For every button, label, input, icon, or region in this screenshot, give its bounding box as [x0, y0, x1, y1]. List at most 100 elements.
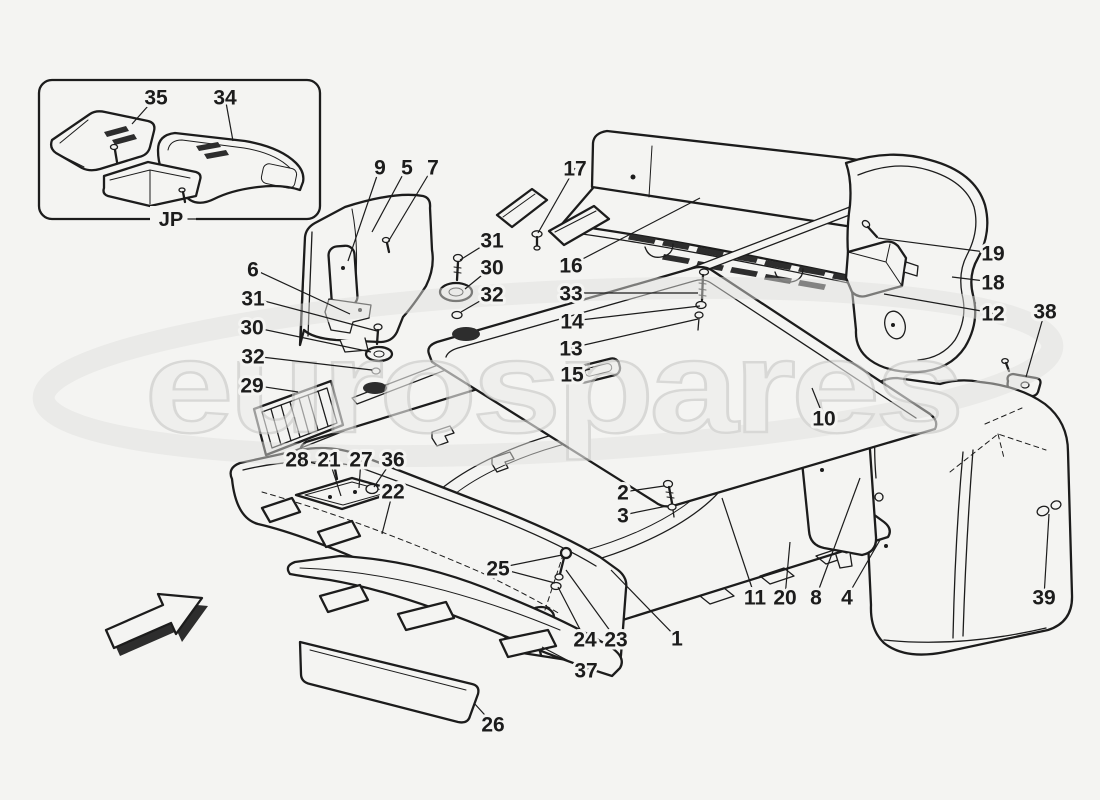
drawing-layer: JP	[37, 78, 1074, 724]
callout-leader-24	[557, 586, 586, 640]
part-number-35: 35	[144, 87, 168, 110]
bumper-trim-panel	[286, 554, 623, 724]
callout-leader-34	[224, 96, 234, 142]
callout-leader-16	[570, 197, 701, 266]
part-number-26: 26	[481, 714, 504, 737]
part-number-33: 33	[559, 283, 582, 306]
callout-leader-39	[1043, 513, 1050, 598]
clip-fastener-17	[531, 230, 543, 251]
strap-pads	[495, 187, 611, 247]
part-number-27: 27	[349, 449, 372, 472]
fastener-stack-center	[438, 253, 480, 341]
callout-leader-30	[251, 326, 372, 353]
part-number-15: 15	[560, 364, 584, 387]
callout-leader-15	[571, 368, 591, 375]
part-number-29: 29	[240, 375, 263, 398]
direction-arrow	[104, 592, 208, 656]
callout-leader-32	[460, 293, 493, 313]
inset-box: JP	[37, 78, 322, 234]
callout-leader-7	[387, 166, 434, 243]
callout-leader-11	[721, 497, 756, 598]
callout-leader-22	[381, 490, 394, 535]
clip-fastener-39	[1036, 500, 1062, 517]
callout-leader-26	[473, 702, 494, 725]
part-number-30: 30	[480, 257, 503, 280]
watermark-text: eurospares	[145, 313, 960, 460]
callout-leader-14	[571, 305, 701, 322]
callout-leader-25	[497, 567, 556, 584]
callout-leader-35	[131, 96, 157, 125]
part-number-22: 22	[381, 481, 404, 504]
part-number-16: 16	[559, 255, 582, 278]
sill-tray	[294, 462, 400, 511]
callout-leader-13	[570, 318, 699, 349]
callout-leader-25	[497, 554, 563, 569]
part-number-7: 7	[427, 157, 439, 180]
part-number-32: 32	[480, 284, 503, 307]
part-number-38: 38	[1033, 301, 1057, 324]
part-number-30: 30	[240, 317, 263, 340]
inset-bracket	[102, 160, 202, 208]
callout-leader-12	[883, 293, 994, 314]
callout-leader-36	[373, 458, 394, 488]
callout-leader-27	[358, 458, 362, 489]
carpet-handle	[575, 357, 622, 384]
pin-stack-25	[550, 546, 573, 591]
part-number-1: 1	[671, 628, 683, 651]
jp-label: JP	[159, 209, 183, 231]
callout-leader-3	[622, 505, 668, 516]
part-number-19: 19	[981, 243, 1004, 266]
part-number-34: 34	[213, 87, 237, 110]
callout-leader-28	[296, 458, 334, 469]
right-outer-cover	[844, 153, 989, 374]
callout-leader-2	[622, 485, 665, 493]
callout-leader-29	[251, 384, 299, 393]
part-number-17: 17	[563, 158, 586, 181]
part-number-24: 24	[573, 629, 597, 652]
part-number-9: 9	[374, 157, 386, 180]
part-number-18: 18	[981, 272, 1005, 295]
callout-leader-38	[1025, 310, 1046, 378]
part-number-4: 4	[841, 587, 853, 610]
part-number-2: 2	[617, 482, 629, 505]
callout-leader-32	[252, 355, 373, 371]
callout-leader-4	[846, 539, 881, 598]
part-number-25: 25	[486, 558, 510, 581]
callout-leader-23	[565, 569, 617, 640]
part-number-32: 32	[241, 346, 264, 369]
part-number-20: 20	[773, 587, 796, 610]
part-number-31: 31	[241, 288, 265, 311]
part-number-13: 13	[559, 338, 582, 361]
part-number-6: 6	[247, 259, 259, 282]
part-number-31: 31	[480, 230, 504, 253]
callout-leader-30	[464, 266, 493, 290]
callout-leader-1	[610, 569, 678, 639]
callout-leader-37	[541, 646, 587, 671]
part-number-8: 8	[810, 587, 822, 610]
part-number-10: 10	[812, 408, 835, 431]
callout-leader-31	[252, 297, 378, 332]
watermark-swoosh	[32, 276, 1064, 468]
fastener-stack-top	[694, 268, 710, 331]
callout-leader-21	[328, 458, 342, 497]
screw-2-washer-3	[662, 479, 677, 518]
part-number-28: 28	[285, 449, 309, 472]
part-number-21: 21	[317, 449, 341, 472]
callout-leader-19	[877, 237, 994, 254]
fastener-stack-left	[324, 298, 394, 394]
part-number-37: 37	[574, 660, 597, 683]
callout-leader-31	[459, 239, 493, 261]
callout-leader-5	[371, 166, 408, 233]
callout-leader-9	[347, 166, 381, 262]
part-number-14: 14	[560, 311, 584, 334]
callout-leader-8	[815, 477, 861, 598]
part-number-12: 12	[981, 303, 1004, 326]
callout-leader-18	[951, 276, 994, 283]
part-number-3: 3	[617, 505, 629, 528]
callout-leader-20	[784, 541, 791, 598]
hinge-bracket-12	[844, 219, 919, 298]
callout-leader-10	[811, 387, 825, 419]
